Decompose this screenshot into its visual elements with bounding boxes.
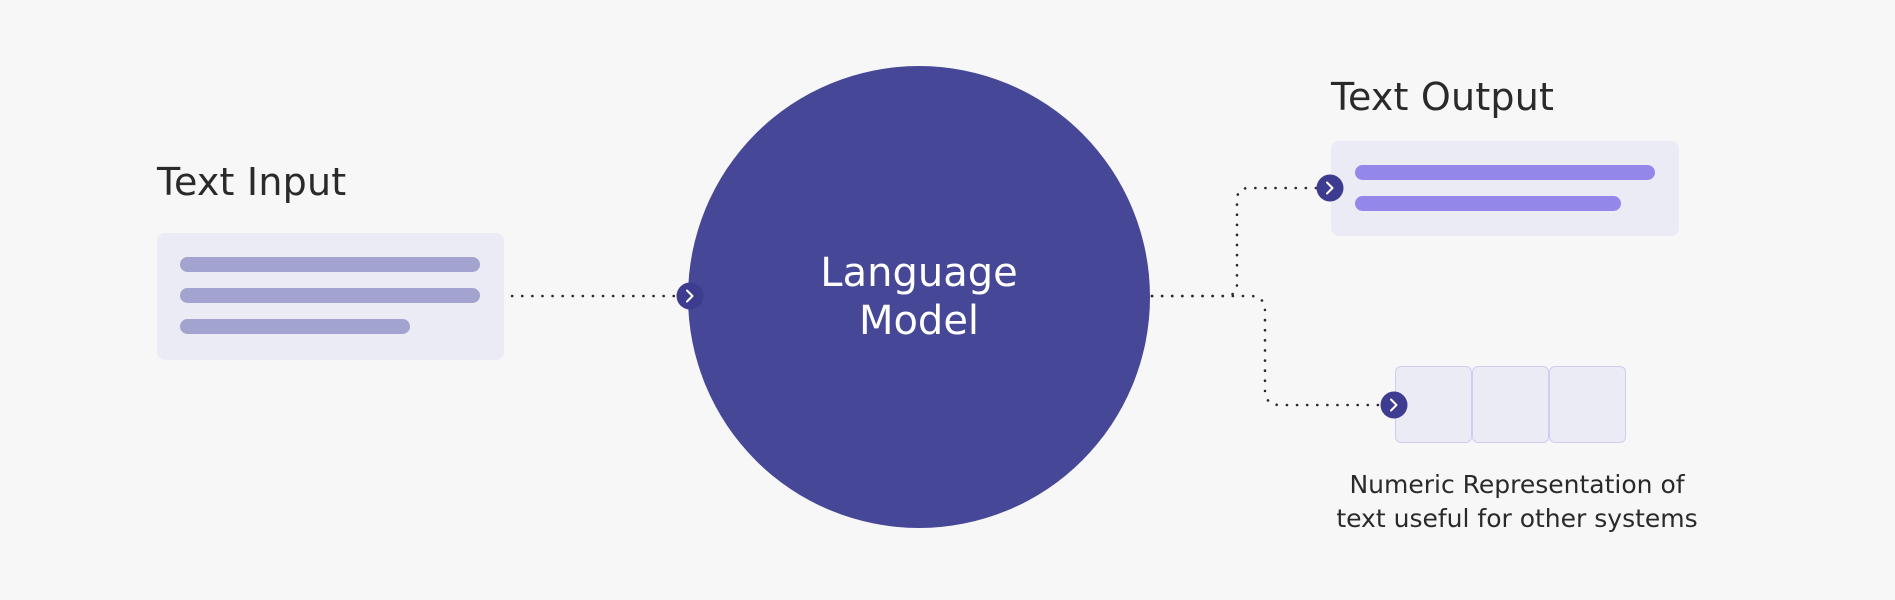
text-line [180,257,480,272]
chevron-right-icon [1316,174,1344,202]
text-line [1355,165,1655,180]
embedding-cell [1472,366,1549,443]
text-output-panel [1331,141,1679,236]
text-line [1355,196,1621,211]
text-output-title: Text Output [1331,75,1555,119]
chevron-right-icon [676,282,704,310]
language-model-circle: Language Model [688,66,1150,528]
text-line [180,288,480,303]
embedding-cell [1549,366,1626,443]
embedding-caption: Numeric Representation of text useful fo… [1336,470,1698,533]
chevron-right-icon [1380,391,1408,419]
text-input-panel [157,233,504,360]
text-input-title: Text Input [157,160,347,204]
model-to-embedding-line [1150,294,1384,407]
model-to-output-line [1150,186,1320,298]
text-line [180,319,410,334]
language-model-label: Language Model [820,250,1018,344]
